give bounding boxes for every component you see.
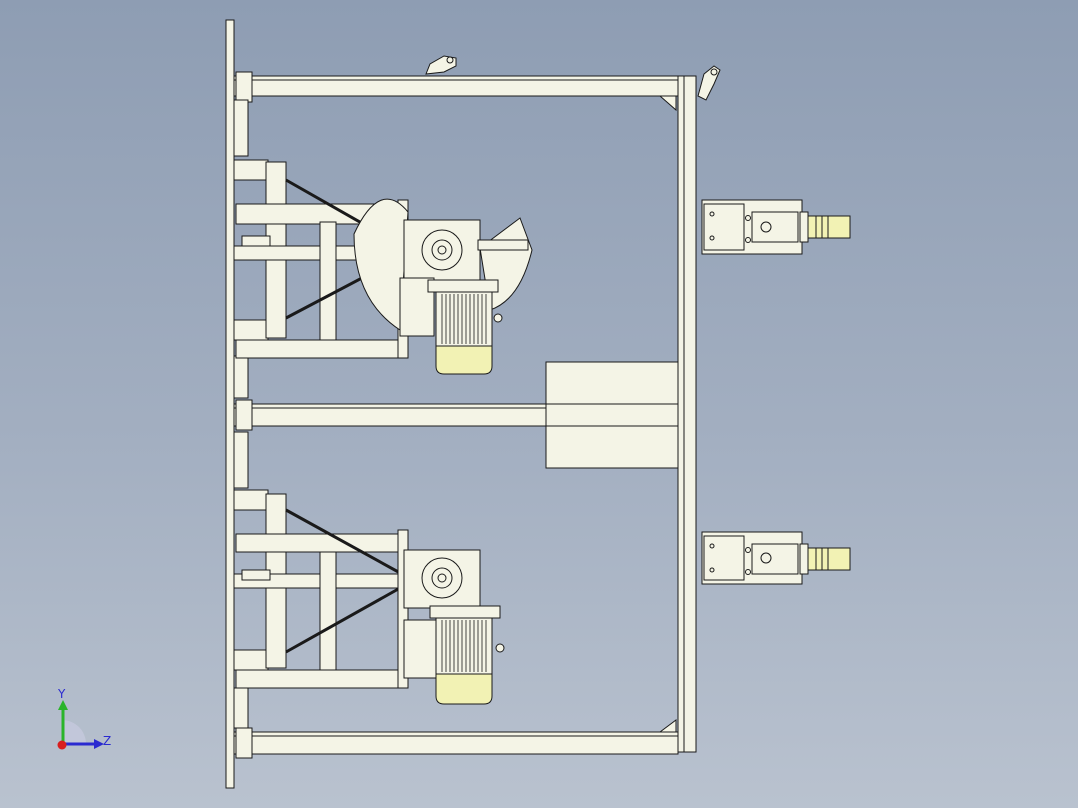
top-beam[interactable] [233,71,679,112]
upper-drive-unit[interactable] [233,161,533,375]
lower-actuator[interactable] [701,531,851,585]
upper-actuator[interactable] [701,199,851,255]
coordinate-triad-icon [57,700,104,750]
z-axis-label: Z [103,734,111,748]
junction-box[interactable] [545,361,679,469]
bottom-beam[interactable] [233,719,679,759]
base-plate[interactable] [225,19,235,789]
lifting-lug-top[interactable] [425,55,457,75]
lower-drive-unit[interactable] [233,493,505,705]
y-axis-label: Y [57,687,66,701]
lifting-lug-corner[interactable] [697,65,721,101]
right-column[interactable] [677,75,697,753]
